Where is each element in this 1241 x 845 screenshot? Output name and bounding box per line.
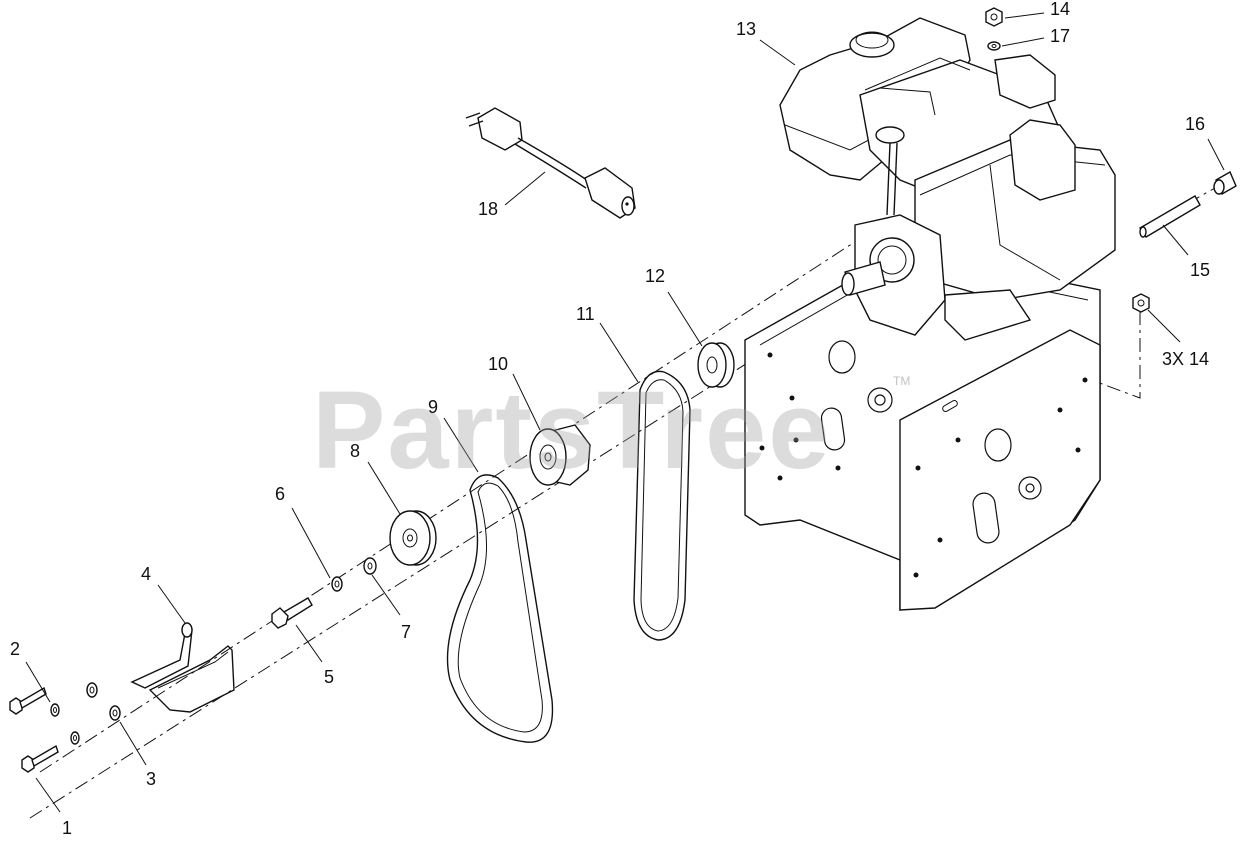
drive-pulley bbox=[529, 424, 591, 486]
callout-10: 10 bbox=[488, 354, 508, 374]
callout-14: 14 bbox=[1050, 0, 1070, 19]
lockwasher-upper bbox=[50, 703, 60, 717]
bushing bbox=[1213, 171, 1237, 195]
extension-cord bbox=[465, 107, 636, 219]
leader-lines bbox=[25, 12, 1225, 813]
watermark-trademark: TM bbox=[893, 374, 910, 388]
callout-3: 3 bbox=[146, 769, 156, 789]
watermark: PartsTree TM bbox=[312, 369, 910, 492]
belt-long bbox=[633, 370, 691, 641]
callout-5: 5 bbox=[324, 667, 334, 687]
washer-7 bbox=[363, 557, 377, 575]
callout-3x14: 3X 14 bbox=[1162, 349, 1209, 369]
callout-1: 1 bbox=[62, 818, 72, 838]
callout-7: 7 bbox=[401, 622, 411, 642]
callout-15: 15 bbox=[1190, 260, 1210, 280]
callout-8: 8 bbox=[350, 441, 360, 461]
callout-12: 12 bbox=[645, 266, 665, 286]
callout-13: 13 bbox=[736, 19, 756, 39]
callout-9: 9 bbox=[428, 397, 438, 417]
callout-4: 4 bbox=[141, 564, 151, 584]
shoulder-bolt bbox=[271, 597, 313, 629]
callout-11: 11 bbox=[576, 304, 595, 324]
spacer-rod bbox=[1139, 195, 1201, 238]
bolt-upper bbox=[9, 686, 47, 715]
flatwasher-upper bbox=[86, 682, 98, 698]
belt-guide-bracket bbox=[130, 622, 235, 713]
idler-pulley bbox=[697, 342, 735, 388]
nut-top bbox=[985, 7, 1003, 27]
engine-assembly bbox=[779, 17, 1116, 341]
callout-17: 17 bbox=[1050, 26, 1070, 46]
watermark-text: PartsTree bbox=[312, 369, 831, 492]
nut-right bbox=[1132, 293, 1150, 313]
callout-18: 18 bbox=[478, 199, 498, 219]
callout-2: 2 bbox=[10, 639, 20, 659]
bolt-lower bbox=[21, 744, 59, 773]
washer-top bbox=[987, 41, 1001, 51]
callout-labels: 1 2 3 4 5 6 7 8 9 10 11 12 13 14 15 16 1… bbox=[10, 0, 1210, 838]
callout-6: 6 bbox=[275, 484, 285, 504]
lockwasher-6 bbox=[331, 576, 343, 592]
callout-16: 16 bbox=[1185, 114, 1205, 134]
flatwasher-lower bbox=[109, 705, 121, 721]
frame-plate-front bbox=[899, 329, 1101, 611]
lockwasher-lower bbox=[70, 731, 80, 745]
pulley bbox=[389, 510, 437, 566]
belt-loop bbox=[446, 474, 554, 743]
